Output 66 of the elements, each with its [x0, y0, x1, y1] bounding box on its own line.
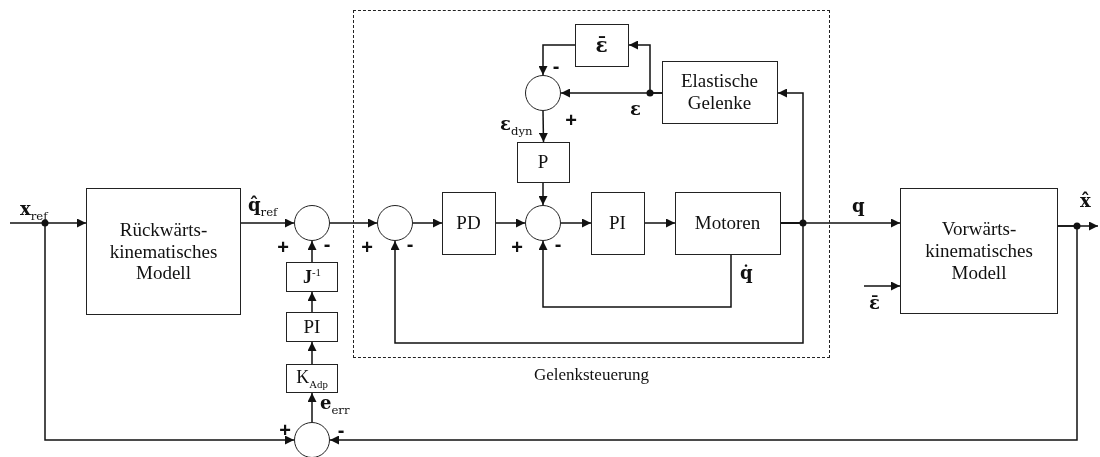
signal-arrow [329, 218, 378, 228]
sign-label: + [361, 237, 373, 257]
signal-label: ε$_{dyn}$ [500, 115, 533, 138]
signal-arrow [307, 291, 317, 313]
signal-arrow [538, 240, 732, 308]
block-box [286, 312, 338, 342]
signal-arrow [628, 40, 663, 94]
block-label: K$_{Adp}$ [295, 367, 329, 390]
summing-junction [524, 204, 561, 241]
summing-junction [294, 422, 330, 457]
block-box [441, 191, 496, 255]
summing-junction [294, 205, 330, 241]
signal-label: q̂$_{ref}$ [248, 196, 278, 219]
signal-arrow [495, 218, 526, 228]
signal-label: e$_{err}$ [320, 394, 350, 417]
signal-arrow [9, 218, 87, 228]
sign-label: - [554, 234, 562, 254]
block-label: ε̄ [594, 33, 609, 57]
sign-label: - [337, 420, 345, 440]
signal-label: x$_{ref}$ [20, 200, 48, 223]
signal-arrow [240, 218, 295, 228]
block-box [900, 188, 1058, 314]
signal-arrow [560, 218, 592, 228]
group-label: Gelenksteuerung [532, 365, 651, 385]
sign-label: + [565, 110, 577, 130]
block-label: Motoren [693, 212, 762, 234]
signal-label: x̂ [1080, 192, 1091, 210]
block-label: Elastische Gelenke [680, 70, 759, 114]
block-label: Rückwärts- kinematisches Modell [108, 218, 219, 285]
block-box [661, 60, 778, 124]
signal-arrow [538, 44, 576, 76]
block-box [574, 23, 629, 67]
block-box [516, 141, 570, 183]
signal-label: q̇ [740, 264, 753, 282]
summing-junction [376, 204, 413, 241]
block-label: PI [608, 212, 627, 234]
signal-label: ε̄ [869, 294, 880, 312]
signal-arrow [307, 392, 317, 423]
block-box [590, 191, 645, 255]
block-box [286, 364, 338, 393]
block-box [86, 188, 241, 315]
block-label: J$^{-1}$ [302, 266, 322, 288]
signal-arrow [412, 218, 443, 228]
sign-label: - [552, 56, 560, 76]
signal-label: q [852, 197, 865, 215]
sign-label: - [406, 234, 414, 254]
summing-junction [524, 74, 561, 111]
sign-label: + [279, 420, 291, 440]
signal-arrow [644, 218, 676, 228]
signal-arrow [307, 240, 317, 263]
block-label: PI [302, 316, 322, 338]
signal-arrow [863, 281, 901, 291]
sign-label: + [511, 237, 523, 257]
signal-arrow [390, 222, 804, 344]
signal-arrow [307, 341, 317, 365]
sign-label: - [323, 234, 331, 254]
signal-arrow [538, 182, 548, 206]
block-box [674, 191, 781, 255]
block-label: P [536, 151, 550, 173]
sign-label: + [277, 237, 289, 257]
block-label: PD [455, 212, 482, 234]
signal-arrow [538, 110, 548, 143]
block-label: Vorwärts- kinematisches Modell [924, 218, 1034, 284]
signal-arrow [329, 225, 1078, 445]
block-box [286, 262, 338, 292]
signal-label: ε [630, 100, 641, 118]
